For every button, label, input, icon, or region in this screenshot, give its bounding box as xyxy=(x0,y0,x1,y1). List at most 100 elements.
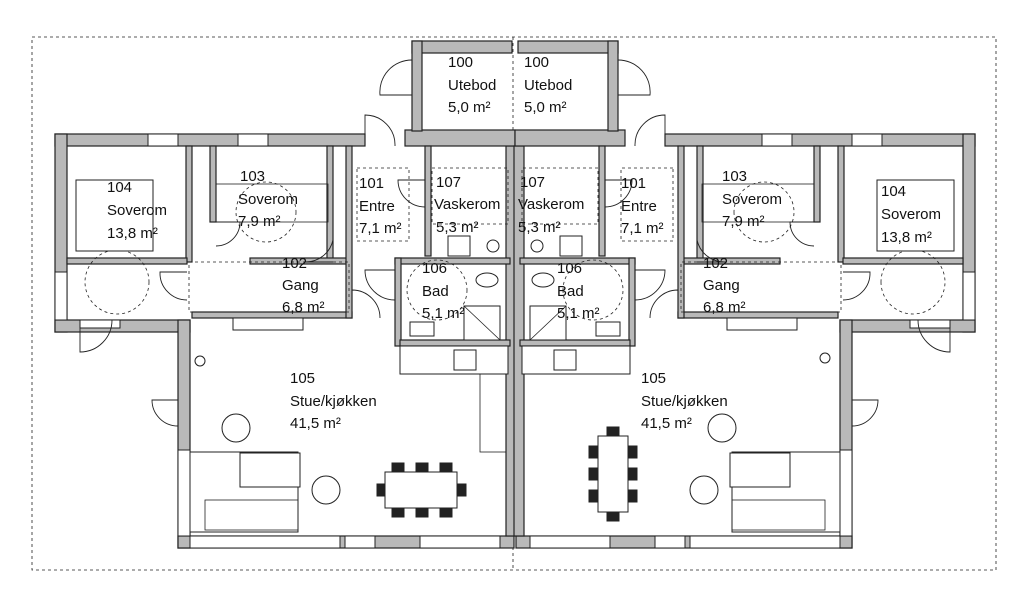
room-R107-number: 107 xyxy=(520,174,545,191)
room-zone xyxy=(620,167,674,242)
door-swing xyxy=(79,319,113,353)
window xyxy=(689,535,841,549)
room-L101-number: 101 xyxy=(359,175,384,192)
room-L100-number: 100 xyxy=(448,54,473,71)
plant xyxy=(221,413,251,443)
room-zone xyxy=(680,261,842,313)
room-R103-area: 7,9 m² xyxy=(722,213,765,230)
room-L102-name: Gang xyxy=(282,277,319,294)
room-R106-number: 106 xyxy=(557,260,582,277)
chair xyxy=(376,483,386,497)
wall xyxy=(679,257,781,265)
chair xyxy=(606,426,620,436)
window xyxy=(654,535,686,549)
turning-circle xyxy=(406,259,468,321)
window xyxy=(529,535,611,549)
room-R104-area: 13,8 m² xyxy=(881,229,932,246)
room-R105-area: 41,5 m² xyxy=(641,415,692,432)
wall xyxy=(54,133,366,147)
room-R104-name: Soverom xyxy=(881,206,941,223)
room-L106-name: Bad xyxy=(422,283,449,300)
drain xyxy=(486,239,500,253)
window xyxy=(761,133,793,147)
chair xyxy=(606,512,620,522)
room-L104-area: 13,8 m² xyxy=(107,225,158,242)
wall xyxy=(519,339,631,347)
wall xyxy=(628,257,636,347)
wall xyxy=(607,40,619,132)
door-swing xyxy=(917,319,951,353)
room-zone xyxy=(521,167,599,225)
room-L105-number: 105 xyxy=(290,370,315,387)
room-L103-area: 7,9 m² xyxy=(238,213,281,230)
door-swing xyxy=(634,114,666,147)
room-L105-area: 41,5 m² xyxy=(290,415,341,432)
wall xyxy=(394,257,511,265)
chair xyxy=(415,508,429,518)
kitchen-sink xyxy=(553,349,577,371)
window xyxy=(344,535,376,549)
wall xyxy=(394,257,402,347)
window xyxy=(232,317,304,331)
wall xyxy=(404,129,516,147)
chair xyxy=(628,467,638,481)
wall xyxy=(399,339,511,347)
turning-circle xyxy=(562,259,624,321)
room-labels: 100 Utebod 5,0 m² 100 Utebod 5,0 m² 101 … xyxy=(107,54,941,432)
room-L107-name: Vaskerom xyxy=(434,196,500,213)
chair xyxy=(588,467,598,481)
window xyxy=(909,319,951,329)
room-R106-name: Bad xyxy=(557,283,584,300)
wall xyxy=(209,145,217,223)
sofa-cushions xyxy=(204,499,299,531)
window xyxy=(851,133,883,147)
room-L101-name: Entre xyxy=(359,198,395,215)
room-zone xyxy=(188,261,350,313)
shower-line xyxy=(529,305,567,341)
wall xyxy=(191,311,353,319)
door-swing xyxy=(649,289,679,319)
wall xyxy=(839,319,976,333)
wall xyxy=(411,40,423,132)
room-R100-number: 100 xyxy=(524,54,549,71)
door-swing xyxy=(842,271,871,301)
wardrobe xyxy=(701,183,815,223)
window xyxy=(839,449,853,537)
turning-circle xyxy=(733,181,795,243)
kitchen-sink xyxy=(453,349,477,371)
room-zone xyxy=(356,167,410,242)
window xyxy=(147,133,179,147)
room-zone xyxy=(431,167,509,225)
window xyxy=(177,449,191,537)
wall xyxy=(345,145,353,319)
sofa-cushions xyxy=(731,499,826,531)
door-swing xyxy=(851,399,879,427)
door-swing xyxy=(364,269,396,301)
plant xyxy=(689,475,719,505)
room-L101-area: 7,1 m² xyxy=(359,220,402,237)
door-swing xyxy=(634,269,666,301)
room-R102-area: 6,8 m² xyxy=(703,299,746,316)
wall xyxy=(185,145,193,263)
washer xyxy=(559,235,583,257)
wall xyxy=(664,133,976,147)
chair xyxy=(588,489,598,503)
door-swing xyxy=(151,399,179,427)
room-L102-area: 6,8 m² xyxy=(282,299,325,316)
room-R105-name: Stue/kjøkken xyxy=(641,393,728,410)
chair xyxy=(628,445,638,459)
room-R107-area: 5,3 m² xyxy=(518,219,561,236)
room-L106-number: 106 xyxy=(422,260,447,277)
coffee-table xyxy=(239,452,301,488)
door-swing xyxy=(789,221,815,247)
dining-table xyxy=(384,471,458,509)
bed xyxy=(75,179,154,252)
room-L106-area: 5,1 m² xyxy=(422,305,465,322)
window xyxy=(962,271,976,321)
room-L107-area: 5,3 m² xyxy=(436,219,479,236)
room-L100-name: Utebod xyxy=(448,77,496,94)
wall xyxy=(411,40,513,54)
chair xyxy=(457,483,467,497)
smoke-detector-icon xyxy=(819,352,831,364)
